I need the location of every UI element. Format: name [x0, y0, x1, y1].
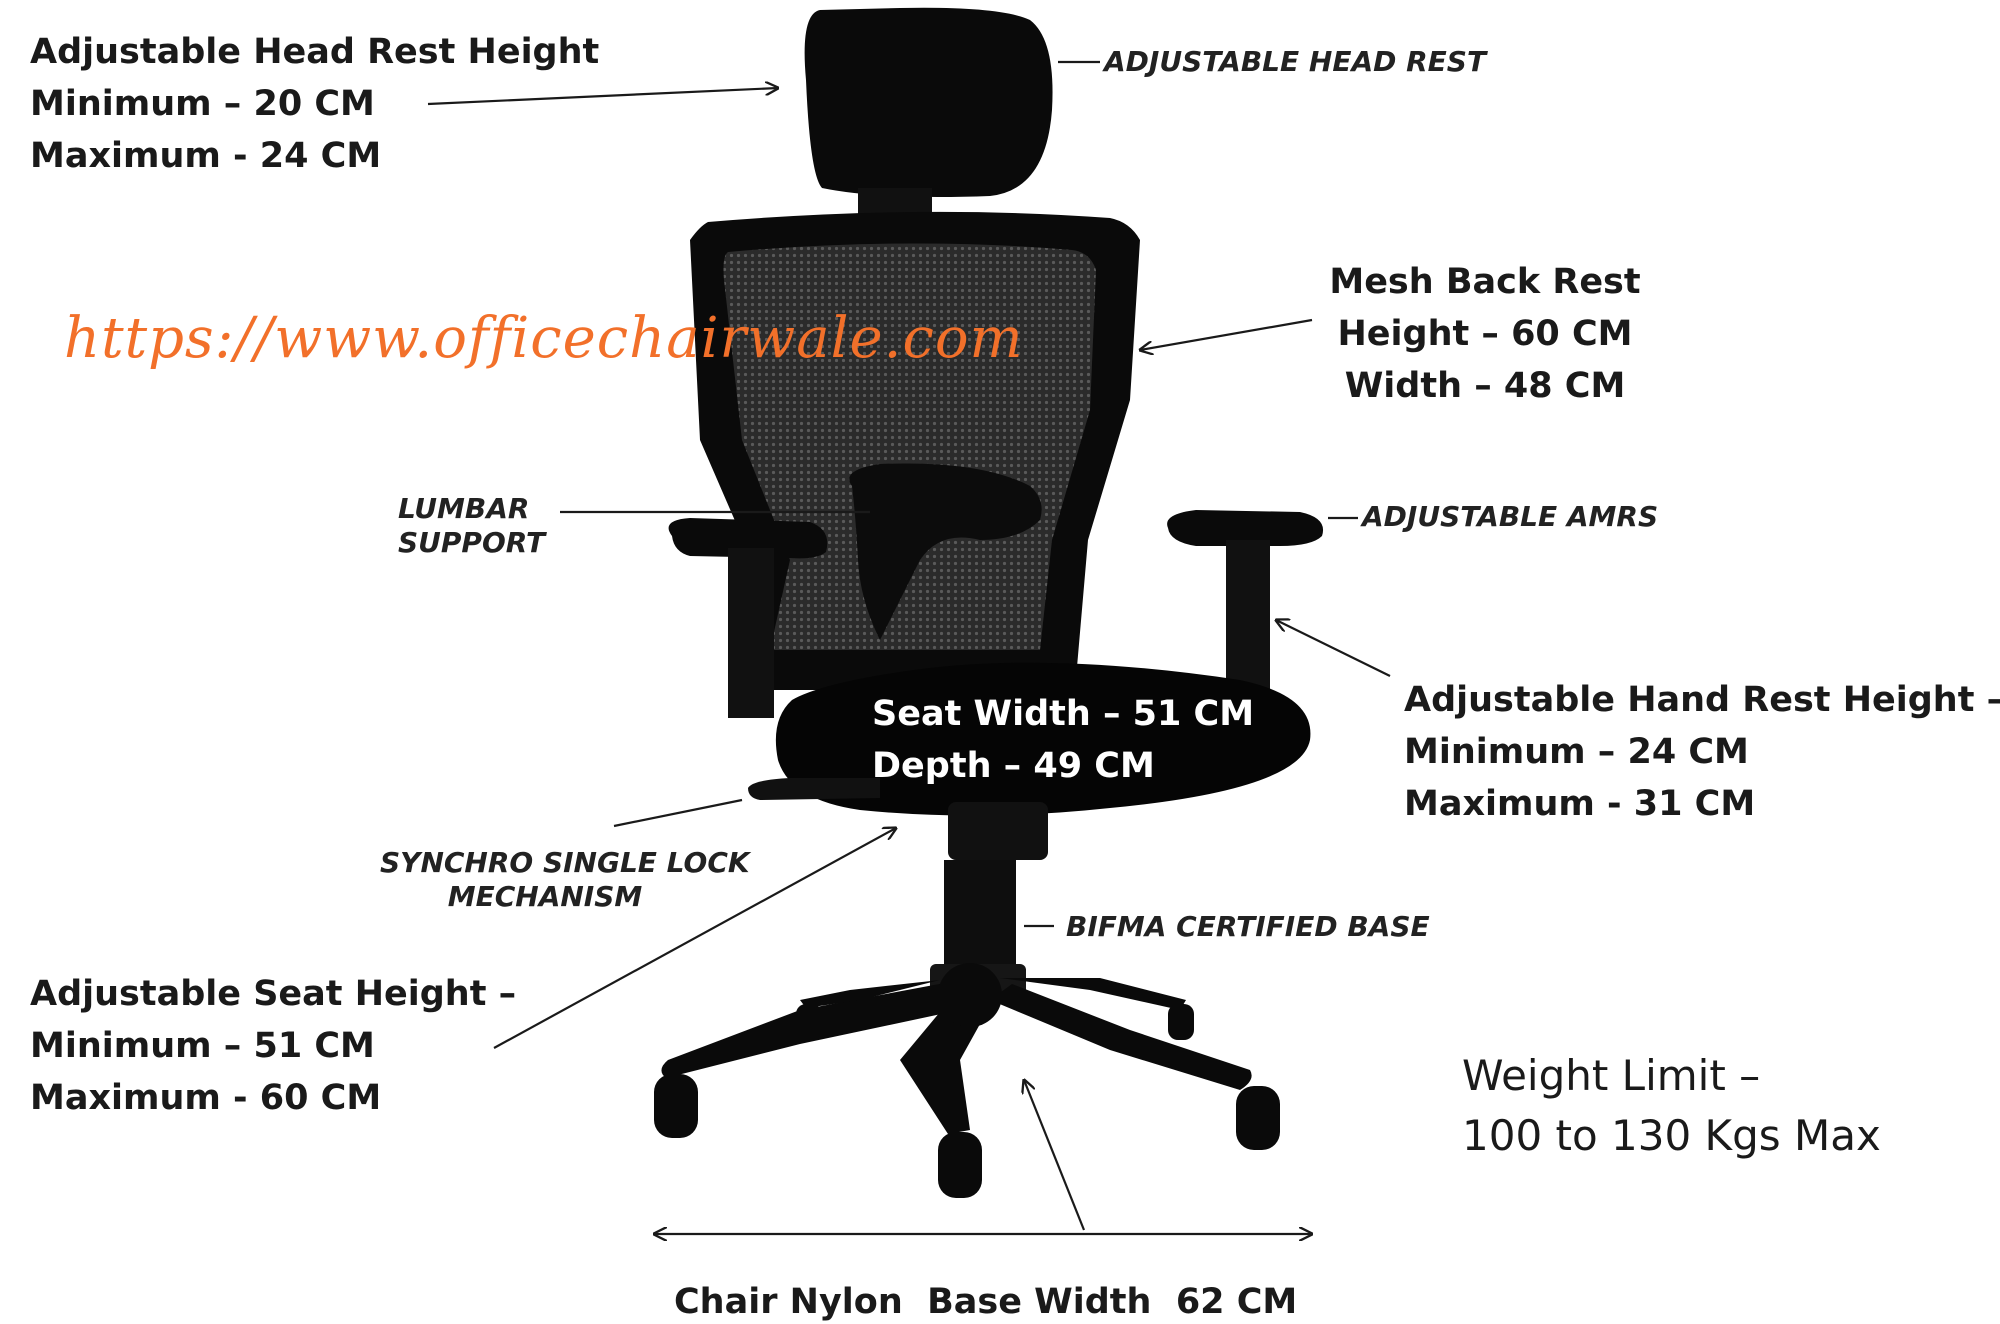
- seat-height-min: Minimum – 51 CM: [30, 1026, 375, 1066]
- synchro-lock-line-1: SYNCHRO SINGLE LOCK: [380, 846, 750, 879]
- head-rest-height-min: Minimum – 20 CM: [30, 84, 375, 124]
- synchro-lock-line-2: MECHANISM: [447, 880, 643, 913]
- weight-limit-value: 100 to 130 Kgs Max: [1462, 1111, 1881, 1160]
- seat-height-title: Adjustable Seat Height –: [30, 974, 517, 1014]
- mesh-back-height: Height – 60 CM: [1337, 314, 1633, 354]
- lumbar-support-line-2: SUPPORT: [398, 526, 546, 559]
- arrow-mesh-back: [1140, 318, 1313, 350]
- headrest: [804, 7, 1053, 230]
- seat-depth: Depth – 49 CM: [872, 746, 1155, 786]
- bifma-base-tag: BIFMA CERTIFIED BASE: [1066, 910, 1430, 943]
- backrest: [690, 211, 1140, 690]
- base-leg-back-left: [800, 980, 940, 1008]
- lumbar-support-line-1: LUMBAR: [398, 492, 530, 525]
- base-hub: [938, 963, 1002, 1027]
- line-synchro: [613, 798, 743, 828]
- left-armrest: [668, 518, 828, 718]
- weight-limit-callout: Weight Limit – 100 to 130 Kgs Max: [1462, 1046, 1881, 1166]
- mechanism-block: [948, 802, 1048, 860]
- caster-left: [654, 1074, 698, 1138]
- arrow-hand-rest-height: [1276, 620, 1391, 677]
- caster-front: [938, 1132, 982, 1198]
- caster-right: [1236, 1086, 1280, 1150]
- synchro-lever: [748, 778, 880, 800]
- casters: [654, 1004, 1280, 1198]
- left-arm-pad: [668, 518, 828, 559]
- synchro-lock-tag: SYNCHRO SINGLE LOCK MECHANISM: [380, 846, 750, 914]
- hand-rest-height-min: Minimum – 24 CM: [1404, 732, 1749, 772]
- mesh-back-width: Width – 48 CM: [1344, 366, 1626, 406]
- mesh-back-callout: Mesh Back Rest Height – 60 CM Width – 48…: [1300, 256, 1670, 412]
- base-leg-front-left: [900, 1000, 990, 1134]
- seat-height-callout: Adjustable Seat Height – Minimum – 51 CM…: [30, 968, 516, 1124]
- seat-height-max: Maximum - 60 CM: [30, 1078, 382, 1118]
- right-arm-pad: [1167, 510, 1324, 546]
- head-rest-height-title: Adjustable Head Rest Height: [30, 32, 600, 72]
- caster-back-right: [1168, 1004, 1194, 1040]
- seat-width: Seat Width – 51 CM: [872, 694, 1255, 734]
- weight-limit-title: Weight Limit –: [1462, 1051, 1761, 1100]
- left-arm-post: [728, 548, 774, 718]
- caster-back-left: [796, 1004, 822, 1040]
- hand-rest-height-title: Adjustable Hand Rest Height –: [1404, 680, 2000, 720]
- arrow-base-width-pointer: [1024, 1080, 1086, 1231]
- lumbar-support-tag: LUMBAR SUPPORT: [398, 492, 545, 560]
- base-leg-back-right: [1000, 978, 1186, 1010]
- base-width-callout: Chair Nylon Base Width 62 CM: [674, 1282, 1298, 1322]
- watermark-url: https://www.officechairwale.com: [64, 306, 1024, 371]
- adjustable-arms-tag: ADJUSTABLE AMRS: [1362, 500, 1659, 533]
- headrest-cushion: [804, 7, 1053, 197]
- arrow-seat-height: [493, 828, 896, 1049]
- head-rest-tag: ADJUSTABLE HEAD REST: [1104, 45, 1487, 78]
- arrow-head-rest-height: [427, 88, 778, 106]
- head-rest-height-callout: Adjustable Head Rest Height Minimum – 20…: [30, 26, 599, 182]
- five-star-base: [661, 963, 1252, 1134]
- mesh-back-title: Mesh Back Rest: [1329, 262, 1641, 302]
- base-leg-front-right: [990, 984, 1252, 1090]
- hand-rest-height-callout: Adjustable Hand Rest Height – Minimum – …: [1404, 674, 2000, 830]
- lumbar-pad: [849, 463, 1042, 640]
- seat: [775, 662, 1311, 816]
- head-rest-height-max: Maximum - 24 CM: [30, 136, 382, 176]
- seat-dimensions-callout: Seat Width – 51 CM Depth – 49 CM: [872, 688, 1254, 792]
- leader-lines: [427, 60, 1391, 1234]
- hand-rest-height-max: Maximum - 31 CM: [1404, 784, 1756, 824]
